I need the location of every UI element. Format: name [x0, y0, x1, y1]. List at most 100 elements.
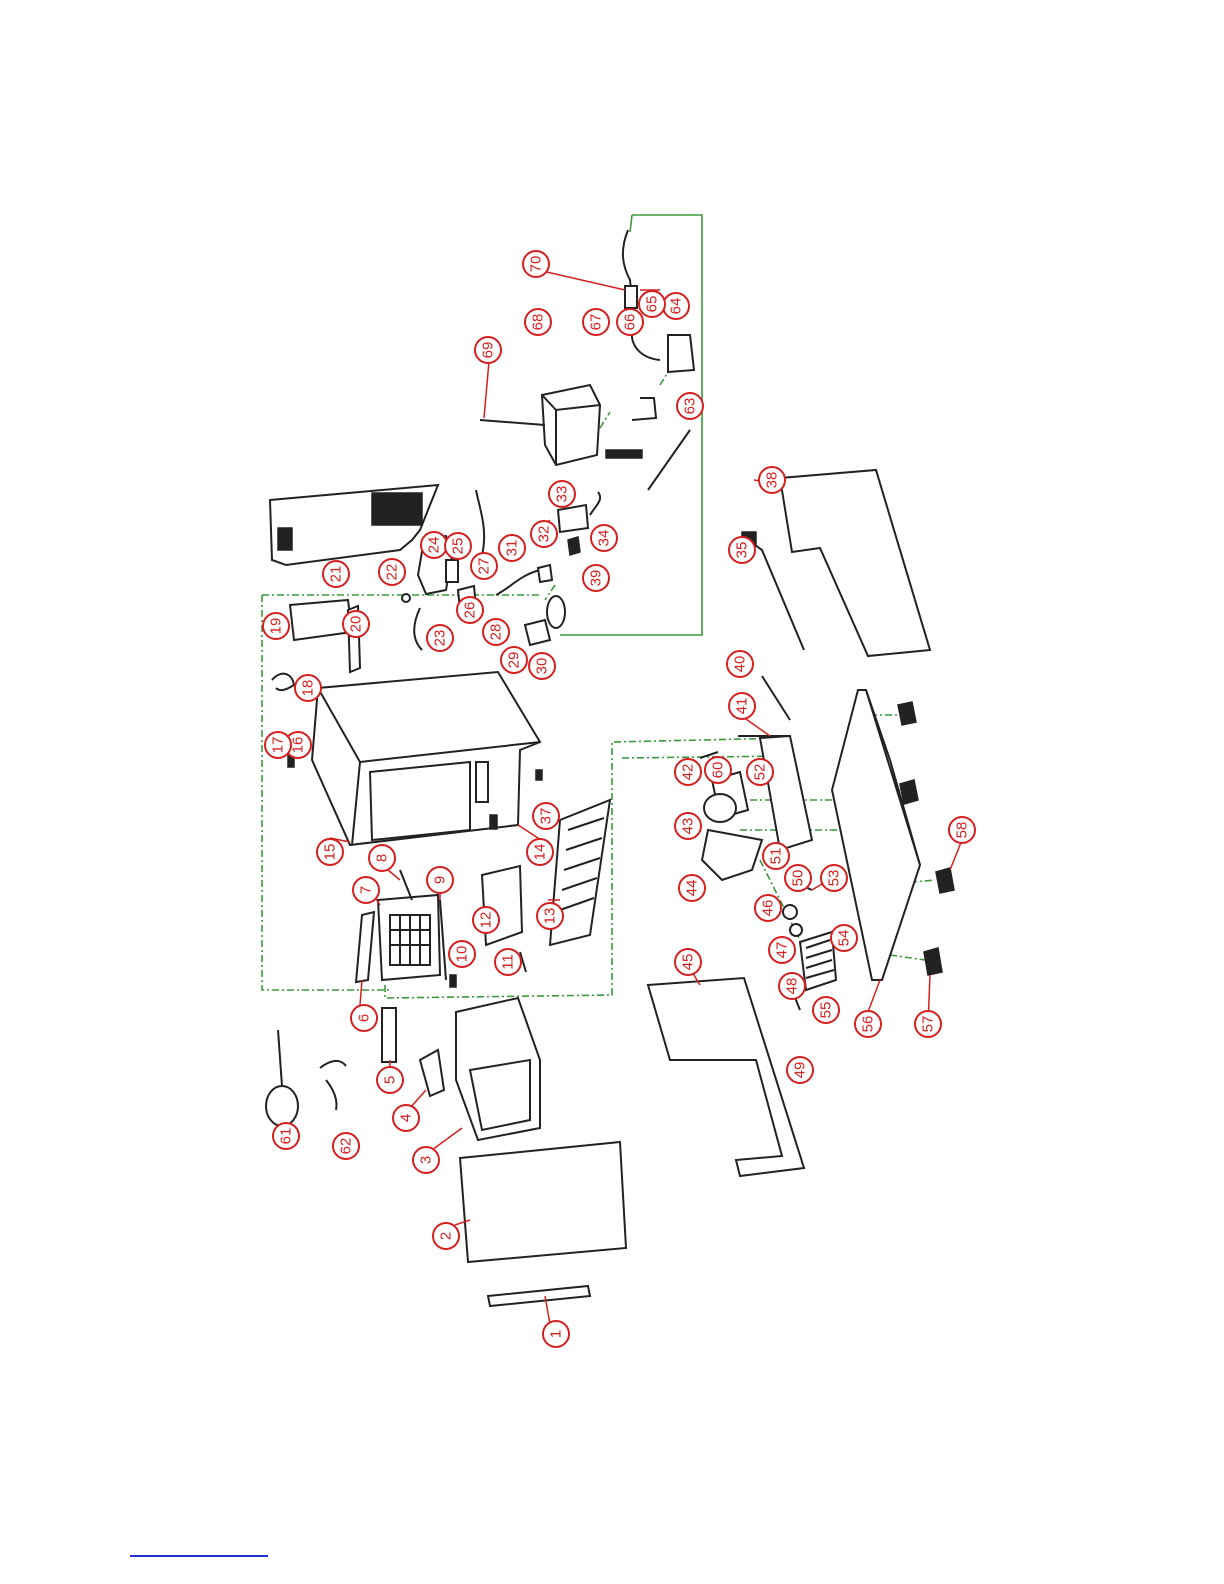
callout-number: 18: [300, 680, 317, 697]
callout-27: 27: [471, 553, 497, 579]
callout-number: 67: [588, 314, 605, 331]
callout-24: 24: [421, 532, 447, 558]
part-21-vent: [372, 493, 422, 525]
callout-62: 62: [333, 1133, 359, 1159]
part-foot-2: [900, 780, 918, 804]
callout-number: 27: [476, 558, 493, 575]
callout-19: 19: [263, 613, 289, 639]
part-63-rod: [648, 430, 690, 490]
part-foot-1: [898, 702, 916, 725]
callout-57: 57: [915, 1011, 941, 1037]
callout-number: 32: [536, 526, 553, 543]
callout-40: 40: [727, 651, 753, 677]
part-5-strip: [382, 1008, 396, 1062]
callout-number: 57: [920, 1016, 937, 1033]
callout-number: 11: [500, 954, 517, 970]
callout-number: 64: [668, 298, 685, 315]
callout-34: 34: [591, 525, 617, 551]
callout-54: 54: [831, 925, 857, 951]
part-67-filter: [606, 450, 642, 458]
callout-52: 52: [747, 759, 773, 785]
part-46-valve: [783, 905, 797, 919]
part-9-rod: [440, 900, 446, 980]
callout-65: 65: [639, 291, 665, 317]
part-4-scoop: [420, 1050, 444, 1096]
part-64-pump: [668, 335, 694, 372]
part-1-handle: [488, 1286, 590, 1306]
part-14-latch: [490, 815, 497, 829]
part-43-fan: [704, 794, 736, 822]
part-40-wire: [762, 676, 790, 720]
callout-43: 43: [675, 813, 701, 839]
callout-58: 58: [949, 817, 975, 843]
part-57-foot: [924, 948, 942, 975]
callout-49: 49: [787, 1057, 813, 1083]
callout-68: 68: [525, 309, 551, 335]
callout-number: 70: [528, 256, 545, 273]
callout-number: 48: [784, 978, 801, 995]
part-25-switch: [446, 560, 458, 582]
callout-35: 35: [729, 537, 755, 563]
callout-51: 51: [763, 843, 789, 869]
footer-link-rule: [130, 1555, 268, 1557]
callout-20: 20: [343, 611, 369, 637]
callout-45: 45: [675, 949, 701, 975]
callout-44: 44: [679, 875, 705, 901]
callout-number: 4: [398, 1114, 415, 1122]
callout-number: 50: [790, 870, 807, 887]
callout-38: 38: [759, 467, 785, 493]
callout-number: 46: [760, 900, 777, 917]
callout-number: 39: [588, 570, 605, 587]
part-23-hose: [414, 608, 422, 650]
callout-number: 55: [818, 1002, 835, 1019]
callout-2: 2: [433, 1223, 459, 1249]
callout-number: 29: [506, 652, 523, 669]
callout-number: 37: [538, 808, 555, 825]
callout-22: 22: [379, 559, 405, 585]
callout-42: 42: [675, 759, 701, 785]
callout-4: 4: [393, 1105, 419, 1131]
callout-47: 47: [769, 937, 795, 963]
part-10-bolt: [450, 975, 456, 987]
callout-70: 70: [523, 251, 549, 277]
callout-number: 56: [860, 1016, 877, 1033]
callout-number: 31: [504, 540, 521, 557]
callout-number: 52: [752, 764, 769, 781]
callout-11: 11: [495, 949, 521, 975]
callout-number: 14: [532, 844, 549, 861]
callout-number: 7: [358, 886, 375, 894]
part-66-elbow: [632, 398, 656, 420]
callout-number: 13: [542, 908, 559, 925]
callout-number: 43: [680, 818, 697, 835]
callout-3: 3: [413, 1147, 439, 1173]
callout-32: 32: [531, 521, 557, 547]
callout-number: 24: [426, 537, 443, 554]
callout-7: 7: [353, 877, 379, 903]
part-15-cabinet: [312, 672, 540, 845]
callout-number: 33: [554, 486, 571, 503]
part-30-valve: [525, 620, 550, 645]
callout-39: 39: [583, 565, 609, 591]
part-58-foot: [936, 868, 954, 893]
callout-number: 25: [450, 538, 467, 555]
part-62-wire: [320, 1061, 346, 1110]
callout-61: 61: [273, 1123, 299, 1149]
callout-number: 17: [270, 737, 287, 754]
callout-6: 6: [351, 1005, 377, 1031]
callout-21: 21: [323, 561, 349, 587]
callout-64: 64: [663, 293, 689, 319]
callout-number: 12: [478, 912, 495, 929]
part-61-rod: [278, 1030, 282, 1086]
callout-number: 60: [710, 762, 727, 779]
callout-46: 46: [755, 895, 781, 921]
callout-18: 18: [295, 675, 321, 701]
part-69-drain-tube: [480, 420, 545, 425]
callout-53: 53: [821, 865, 847, 891]
callout-number: 34: [596, 530, 613, 547]
callout-number: 47: [774, 942, 791, 959]
callout-8: 8: [369, 845, 395, 871]
callout-number: 28: [488, 624, 505, 641]
callout-number: 45: [680, 954, 697, 971]
callout-number: 38: [764, 472, 781, 489]
